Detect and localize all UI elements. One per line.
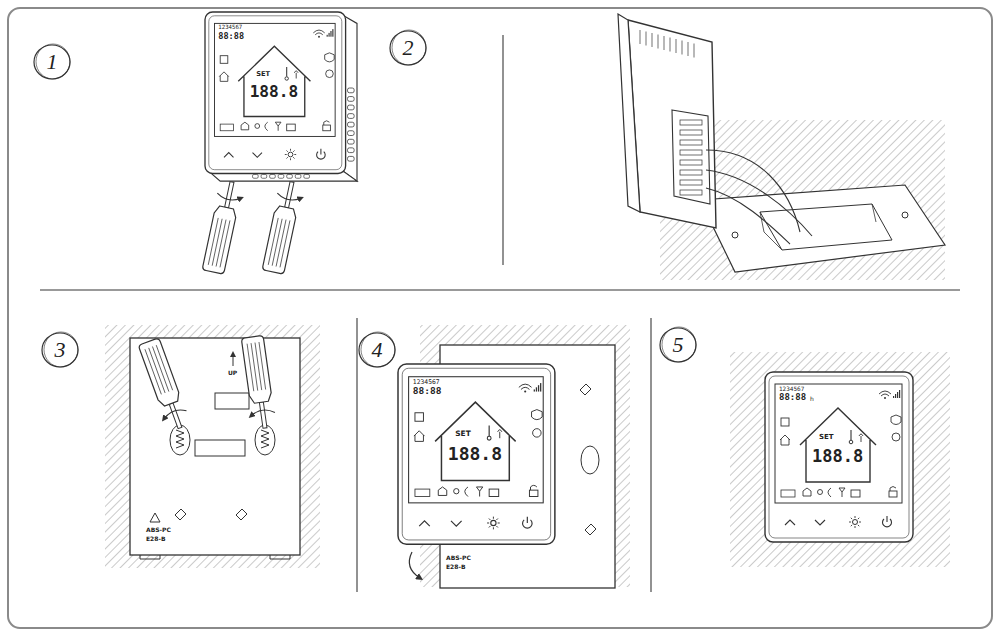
step-circle: [660, 328, 696, 362]
step-circle: [361, 332, 395, 367]
display-text: SET: [455, 430, 470, 437]
pull-arrow: [409, 552, 420, 578]
step-number: 4: [372, 339, 383, 361]
display-text: 88:88: [779, 393, 806, 402]
step-circle: [34, 45, 70, 79]
step-circle: [662, 327, 696, 362]
housing-marking: UP: [228, 370, 237, 376]
step-number: 2: [403, 37, 414, 59]
screwdriver: [137, 337, 191, 432]
wall-hatch: [105, 325, 320, 568]
housing-marking: E28-B: [146, 536, 166, 542]
step-circle: [44, 332, 78, 367]
thermostat: [765, 372, 913, 542]
step-circle: [42, 333, 78, 367]
panel-divider: [650, 318, 652, 592]
display-text: SET: [256, 71, 270, 78]
screwdriver: [201, 180, 244, 275]
housing-marking: E28-B: [446, 564, 466, 570]
panel-divider: [356, 318, 358, 592]
step-number: 5: [673, 334, 684, 356]
panel-divider: [502, 35, 504, 265]
screwdriver: [240, 335, 277, 429]
thermostat: [205, 12, 357, 181]
back-plate: [130, 338, 300, 559]
thermostat: [398, 364, 555, 544]
display-text: 1234567: [779, 386, 804, 392]
display-text: h: [810, 396, 814, 402]
display-text: 1234567: [218, 25, 242, 31]
outer-frame: [8, 8, 992, 628]
housing-marking: ABS-PC: [446, 555, 471, 561]
display-text: 188.8: [250, 84, 299, 100]
housing-marking: ABS-PC: [146, 527, 171, 533]
display-text: SET: [819, 434, 834, 441]
step-number: 1: [47, 51, 58, 73]
display-text: 88:88: [413, 386, 442, 396]
display-text: 1234567: [413, 379, 440, 385]
display-text: 188.8: [812, 448, 863, 465]
screwdriver: [261, 180, 304, 275]
wall-box-scene: [618, 14, 945, 272]
display-text: 88:88: [218, 32, 244, 41]
panel-divider: [40, 289, 960, 291]
display-text: 188.8: [448, 445, 502, 463]
step-circle: [392, 30, 426, 65]
step-circle: [359, 333, 395, 367]
step-number: 3: [55, 339, 66, 361]
wall-hatch: [730, 352, 950, 567]
step-circle: [36, 44, 70, 79]
step-circle: [390, 31, 426, 65]
